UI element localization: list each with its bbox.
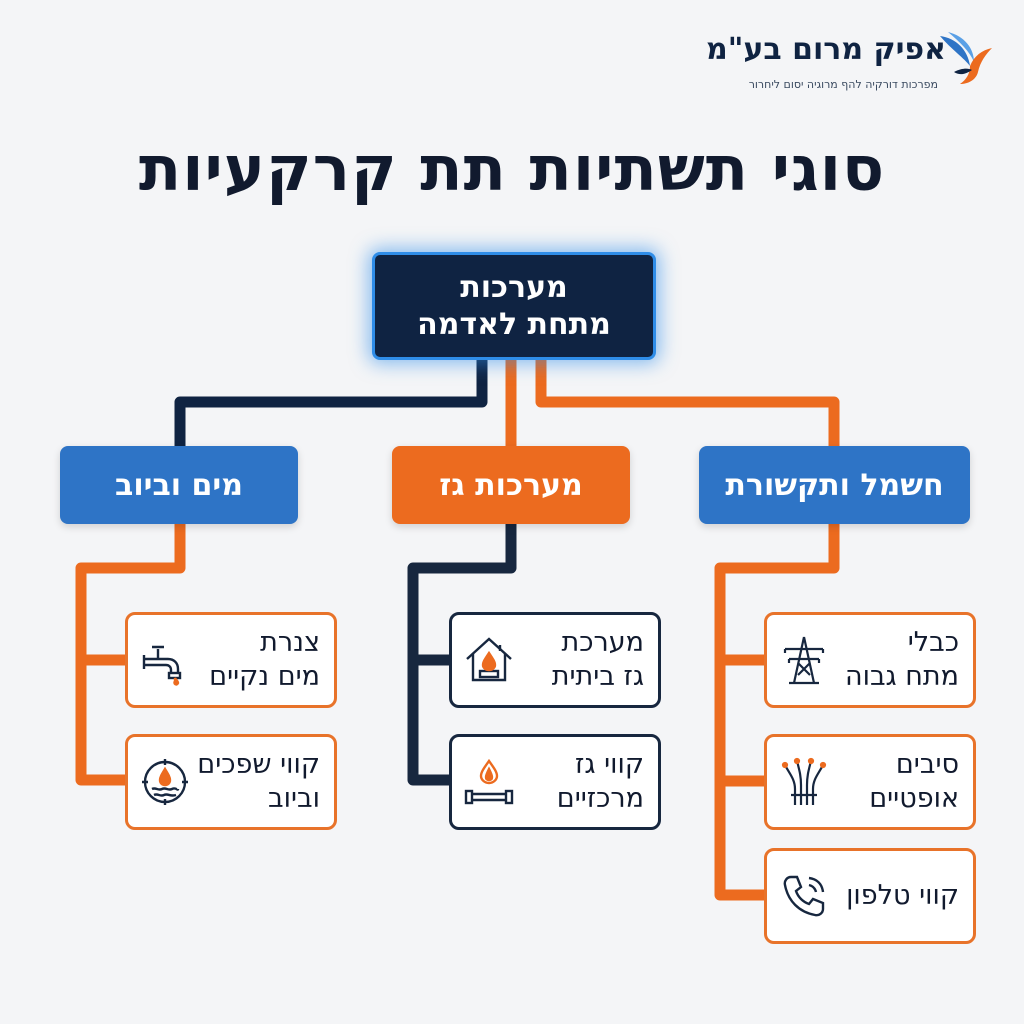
- page-title: סוגי תשתיות תת קרקעיות: [138, 132, 886, 205]
- company-tagline: מפרכות דורקיה להף מרוגיה יסום ליחרור: [748, 78, 938, 91]
- connector-root-electric: [535, 354, 840, 448]
- item-text: מערכת גז ביתית: [551, 627, 644, 692]
- item-text: קווי גז מרכזיים: [556, 749, 644, 814]
- sewer-icon: [142, 759, 188, 805]
- connector-electric-branch: [714, 522, 840, 901]
- item-text: צנרת מים נקיים: [209, 627, 320, 692]
- item-text: כבלי מתח גבוה: [844, 627, 959, 692]
- fiber-optic-icon: [781, 757, 827, 805]
- connector-water-branch: [75, 522, 186, 786]
- house-flame-icon: [466, 637, 512, 682]
- connector-gas-branch: [407, 522, 517, 786]
- category-gas: מערכות גז: [392, 446, 630, 524]
- item-high-voltage-cables: כבלי מתח גבוה: [764, 612, 976, 708]
- item-text: קווי טלפון: [846, 880, 959, 912]
- item-optical-fibers: סיבים אופטיים: [764, 734, 976, 830]
- item-clean-water-pipes: צנרת מים נקיים: [125, 612, 337, 708]
- item-phone-lines: קווי טלפון: [764, 848, 976, 944]
- bird-logo-icon: [940, 32, 992, 84]
- item-text: סיבים אופטיים: [869, 749, 959, 814]
- faucet-icon: [142, 645, 182, 686]
- power-tower-icon: [783, 636, 825, 685]
- item-home-gas-system: מערכת גז ביתית: [449, 612, 661, 708]
- phone-icon: [783, 875, 825, 917]
- root-node: מערכות מתחת לאדמה: [372, 252, 656, 360]
- root-line2: מתחת לאדמה: [417, 307, 611, 342]
- item-main-gas-lines: קווי גז מרכזיים: [449, 734, 661, 830]
- root-line1: מערכות: [460, 269, 568, 305]
- category-electric: חשמל ותקשורת: [699, 446, 970, 524]
- company-name: אפיק מרום בע"מ: [706, 32, 946, 67]
- category-water: מים וביוב: [60, 446, 298, 524]
- company-logo: אפיק מרום בע"מ מפרכות דורקיה להף מרוגיה …: [706, 28, 994, 98]
- item-text: קווי שפכים וביוב: [197, 749, 320, 814]
- connector-root-water: [174, 354, 488, 448]
- item-sewer-lines: קווי שפכים וביוב: [125, 734, 337, 830]
- gas-pipe-icon: [464, 758, 514, 805]
